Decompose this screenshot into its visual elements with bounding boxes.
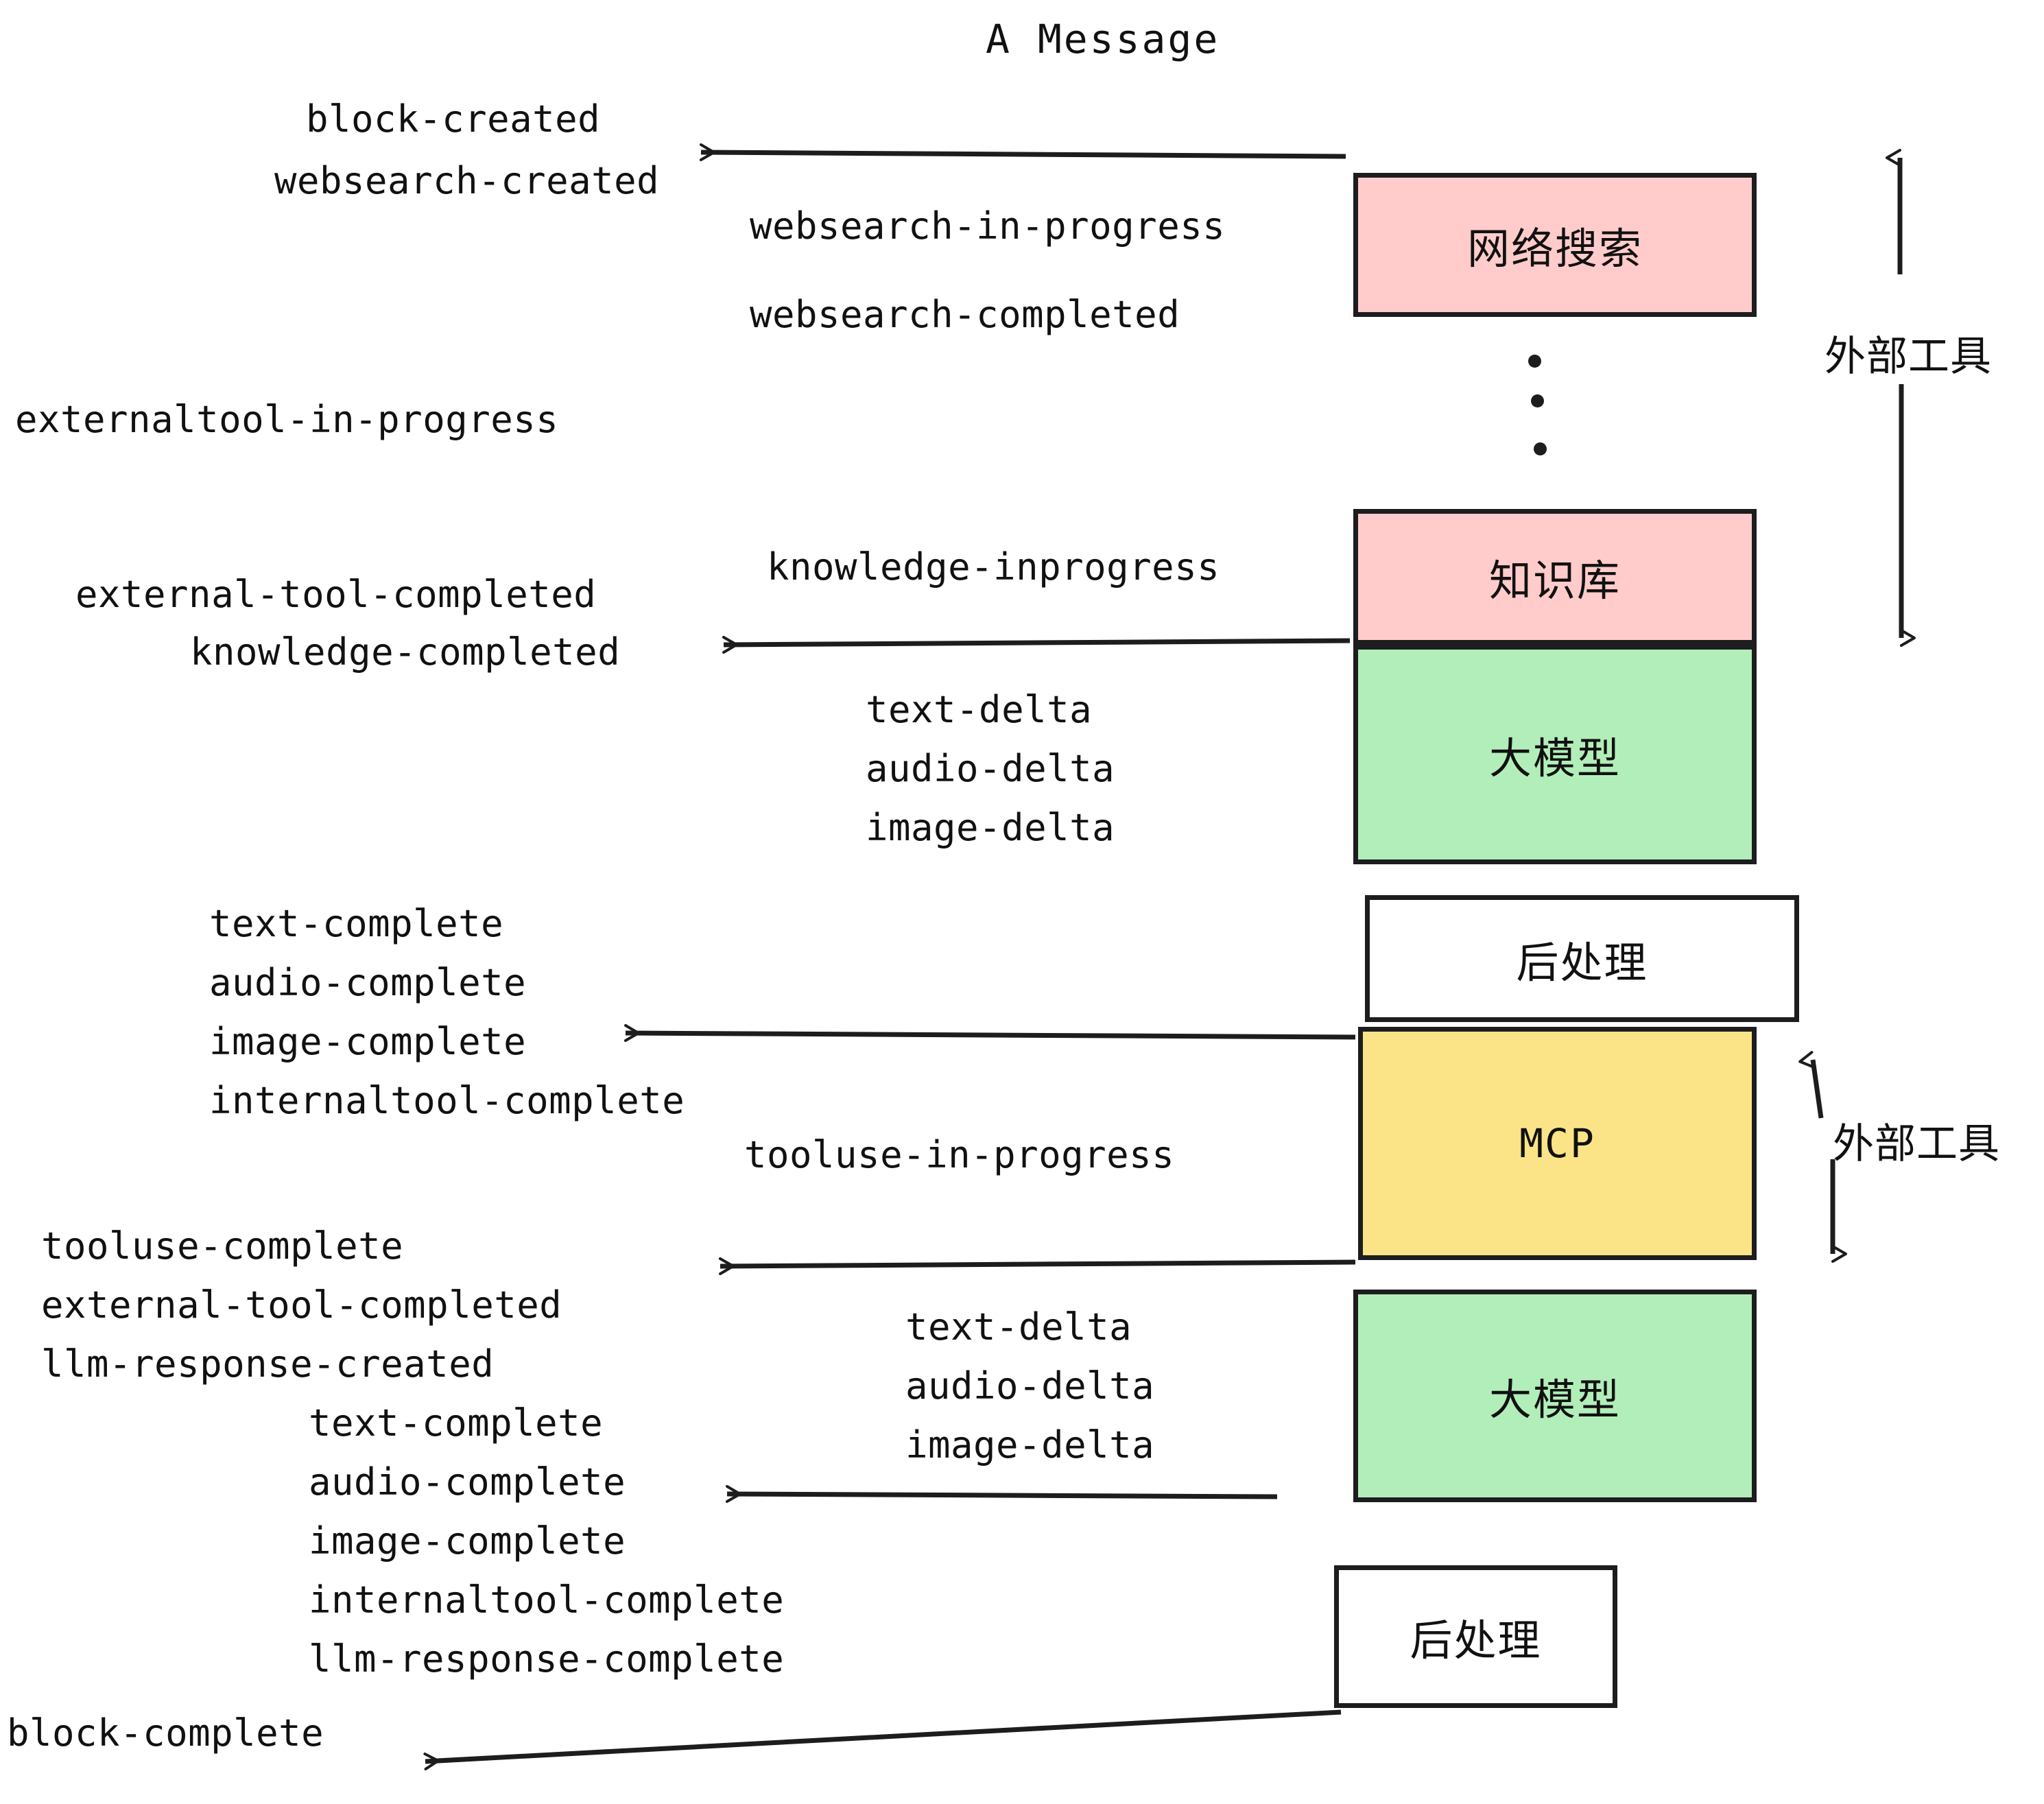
arrow-mcp-to-tooluse-complete — [718, 1257, 1356, 1275]
node-postprocess-bottom[interactable]: 后处理 — [1334, 1565, 1617, 1708]
event-label-image-complete-2: image-complete — [309, 1519, 626, 1563]
event-label-text-delta-1: text-delta — [866, 688, 1093, 731]
group-label-external-tools-top: 外部工具 — [1825, 333, 1992, 381]
event-label-external-tool-completed-1: external-tool-completed — [75, 573, 597, 616]
node-llm-bottom[interactable]: 大模型 — [1353, 1290, 1757, 1502]
node-mcp[interactable]: MCP — [1358, 1027, 1757, 1260]
group-label-external-tools-bottom: 外部工具 — [1833, 1120, 2000, 1168]
event-label-knowledge-inprogress: knowledge-inprogress — [767, 545, 1220, 589]
node-mcp-label: MCP — [1519, 1120, 1595, 1167]
event-label-externaltool-in-progress: externaltool-in-progress — [15, 398, 559, 441]
event-label-llm-response-complete: llm-response-complete — [309, 1637, 785, 1681]
event-label-image-delta-1: image-delta — [866, 806, 1115, 849]
event-label-internaltool-complete-2: internaltool-complete — [309, 1578, 785, 1622]
event-label-external-tool-completed-2: external-tool-completed — [41, 1283, 562, 1327]
event-label-llm-response-created: llm-response-created — [41, 1342, 495, 1386]
arrow-websearch-to-block-created — [699, 143, 1346, 161]
event-label-text-complete-1: text-complete — [209, 902, 504, 945]
arrow-knowledge-to-knowledge-completed — [722, 636, 1351, 654]
node-postprocess-bottom-label: 后处理 — [1410, 1615, 1542, 1665]
ellipsis-dot-3 — [1534, 442, 1547, 455]
ellipsis-dot-1 — [1528, 355, 1541, 368]
event-label-websearch-created: websearch-created — [274, 159, 660, 202]
event-label-websearch-in-progress: websearch-in-progress — [750, 204, 1226, 248]
event-label-internaltool-complete-1: internaltool-complete — [209, 1079, 685, 1122]
arrow-external-tools-bottom-up — [1798, 1051, 1824, 1119]
event-label-audio-complete-1: audio-complete — [209, 961, 527, 1004]
node-knowledge-label: 知识库 — [1488, 556, 1621, 606]
event-label-audio-delta-1: audio-delta — [866, 747, 1115, 790]
event-label-websearch-completed: websearch-completed — [750, 293, 1180, 336]
event-label-image-complete-1: image-complete — [209, 1020, 527, 1063]
node-llm-top[interactable]: 大模型 — [1353, 645, 1757, 864]
arrow-postprocess-to-block-complete — [423, 1709, 1342, 1770]
event-label-block-complete: block-complete — [7, 1711, 324, 1755]
node-llm-top-label: 大模型 — [1488, 733, 1621, 783]
event-label-audio-complete-2: audio-complete — [309, 1460, 626, 1504]
node-llm-bottom-label: 大模型 — [1488, 1375, 1621, 1425]
event-label-tooluse-complete: tooluse-complete — [41, 1224, 404, 1268]
node-knowledge[interactable]: 知识库 — [1353, 509, 1757, 645]
event-label-text-delta-2: text-delta — [905, 1305, 1132, 1349]
node-postprocess-top-label: 后处理 — [1516, 937, 1648, 988]
arrow-mcp-to-image-complete — [623, 1024, 1356, 1042]
arrow-llm-bottom-to-audio-complete — [725, 1485, 1278, 1503]
event-label-audio-delta-2: audio-delta — [905, 1364, 1155, 1408]
node-websearch-label: 网络搜索 — [1466, 224, 1643, 274]
ellipsis-dot-2 — [1531, 394, 1544, 407]
event-label-text-complete-2: text-complete — [309, 1401, 604, 1445]
event-label-tooluse-in-progress: tooluse-in-progress — [744, 1133, 1175, 1176]
node-postprocess-top[interactable]: 后处理 — [1365, 895, 1799, 1022]
event-label-knowledge-completed: knowledge-completed — [190, 630, 621, 674]
diagram-title: A Message — [986, 16, 1220, 62]
event-label-block-created: block-created — [306, 97, 601, 141]
node-websearch[interactable]: 网络搜索 — [1353, 173, 1757, 317]
event-label-image-delta-2: image-delta — [905, 1423, 1155, 1467]
